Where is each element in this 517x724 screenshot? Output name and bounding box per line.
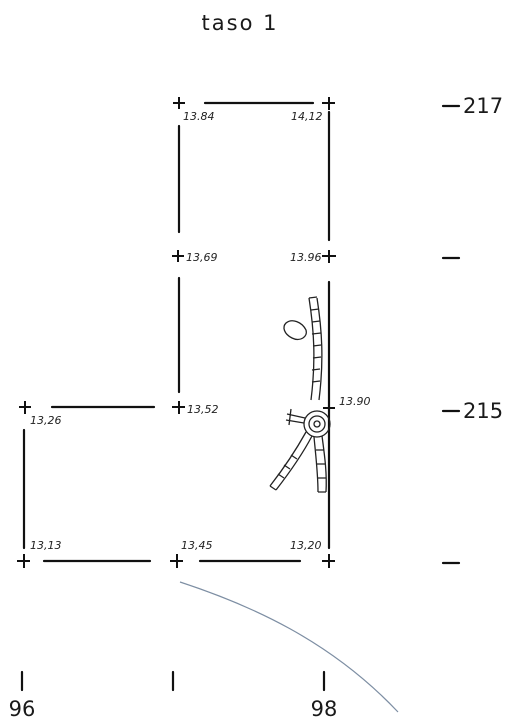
bone-texture-lower bbox=[277, 449, 326, 479]
elevation-labels: 13.84 14,12 13,69 13.96 13,26 13,52 13.9… bbox=[30, 110, 371, 552]
elevation-label: 14,12 bbox=[291, 110, 323, 123]
bone-lower bbox=[313, 435, 327, 493]
bone-texture bbox=[310, 308, 322, 383]
round-object-core bbox=[313, 420, 321, 428]
x-label-96: 96 bbox=[9, 697, 36, 721]
elevation-label: 13,26 bbox=[30, 414, 62, 427]
pencil-stroke bbox=[179, 581, 399, 713]
point-cross bbox=[19, 401, 31, 414]
point-cross bbox=[172, 401, 185, 414]
point-cross bbox=[322, 250, 336, 263]
find-sketch bbox=[269, 296, 331, 493]
y-label-215: 215 bbox=[463, 399, 503, 423]
point-cross bbox=[322, 554, 335, 568]
elevation-label: 13.84 bbox=[183, 110, 215, 123]
short-bone bbox=[285, 408, 306, 426]
round-object-inner bbox=[308, 415, 326, 433]
bone-diagonal bbox=[269, 431, 313, 491]
y-label-217: 217 bbox=[463, 94, 503, 118]
point-cross bbox=[323, 401, 335, 415]
y-axis-labels: 217 215 bbox=[441, 94, 503, 565]
elevation-label: 13,69 bbox=[186, 251, 218, 264]
elevation-label: 13,20 bbox=[290, 539, 322, 552]
point-cross bbox=[173, 97, 185, 109]
elevation-label: 13.96 bbox=[290, 251, 322, 264]
elevation-label: 13.90 bbox=[339, 395, 371, 408]
point-cross bbox=[17, 554, 30, 568]
small-stone bbox=[283, 320, 307, 341]
round-object bbox=[303, 410, 331, 438]
elevation-label: 13,45 bbox=[181, 539, 213, 552]
point-cross bbox=[172, 250, 184, 262]
point-cross bbox=[170, 554, 183, 568]
bone-end bbox=[308, 296, 318, 299]
bone-long-upper bbox=[308, 297, 323, 401]
survey-points bbox=[17, 97, 336, 568]
x-label-98: 98 bbox=[311, 697, 338, 721]
trench-outline bbox=[22, 101, 331, 563]
point-cross bbox=[322, 97, 335, 110]
plan-title: taso 1 bbox=[202, 11, 279, 35]
x-axis-labels: 96 98 bbox=[9, 670, 338, 721]
elevation-label: 13,52 bbox=[187, 403, 219, 416]
elevation-label: 13,13 bbox=[30, 539, 62, 552]
